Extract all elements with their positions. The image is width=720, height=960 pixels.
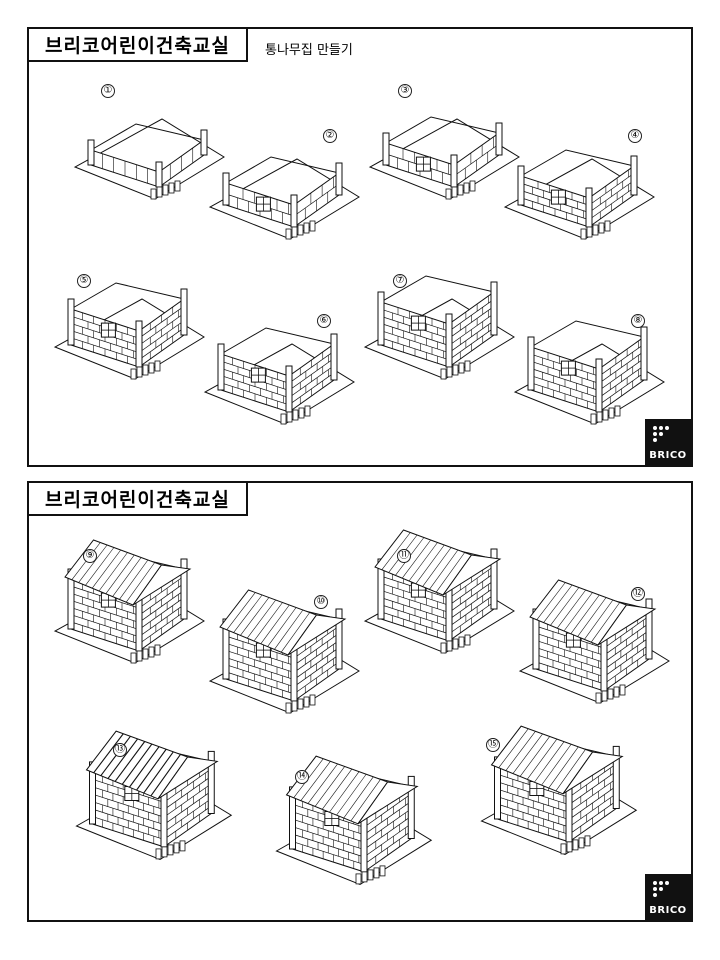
step-number: ③ — [398, 84, 412, 98]
step-number: ⑩ — [314, 595, 328, 609]
step-number: ① — [101, 84, 115, 98]
instruction-panel-2: 브리코어린이건축교실 ⑨ ⑩ ⑪ ⑫ ⑬ ⑭ ⑮ BRICO — [27, 481, 693, 922]
house-illustration — [513, 320, 665, 425]
house-illustration — [363, 275, 515, 380]
step-number: ⑥ — [317, 314, 331, 328]
assembly-illustrations — [53, 116, 665, 425]
step-number: ⑮ — [486, 738, 500, 752]
brico-logo: BRICO — [645, 419, 691, 465]
house-illustration — [53, 539, 205, 664]
house-illustration — [203, 327, 355, 425]
step-number: ⑫ — [631, 587, 645, 601]
house-illustration — [208, 156, 360, 240]
brico-logo: BRICO — [645, 874, 691, 920]
house-illustration — [75, 730, 233, 861]
step-number: ⑨ — [83, 549, 97, 563]
step-number: ⑤ — [77, 274, 91, 288]
panel-subtitle: 통나무집 만들기 — [265, 43, 353, 58]
assembly-illustrations — [53, 529, 670, 886]
step-number: ⑭ — [295, 770, 309, 784]
house-illustration — [208, 589, 360, 714]
step-number: ② — [323, 129, 337, 143]
house-illustration — [73, 118, 225, 200]
step-number: ⑬ — [113, 743, 127, 757]
logo-dots-icon — [653, 881, 669, 897]
logo-dots-icon — [653, 426, 669, 442]
house-illustration — [53, 282, 205, 380]
panel-title: 브리코어린이건축교실 — [29, 29, 248, 62]
house-illustration — [368, 116, 520, 200]
house-illustration — [518, 579, 670, 704]
step-number: ⑧ — [631, 314, 645, 328]
step-number: ⑦ — [393, 274, 407, 288]
house-illustration — [275, 755, 433, 886]
logo-text: BRICO — [649, 905, 687, 916]
panel-title: 브리코어린이건축교실 — [29, 483, 248, 516]
house-illustration — [363, 529, 515, 654]
instruction-panel-1: 브리코어린이건축교실 통나무집 만들기 ① ② ③ ④ ⑤ ⑥ ⑦ ⑧ BRIC… — [27, 27, 693, 467]
house-illustration — [480, 725, 638, 856]
step-number: ⑪ — [397, 549, 411, 563]
house-illustration — [503, 149, 655, 240]
step-number: ④ — [628, 129, 642, 143]
logo-text: BRICO — [649, 450, 687, 461]
